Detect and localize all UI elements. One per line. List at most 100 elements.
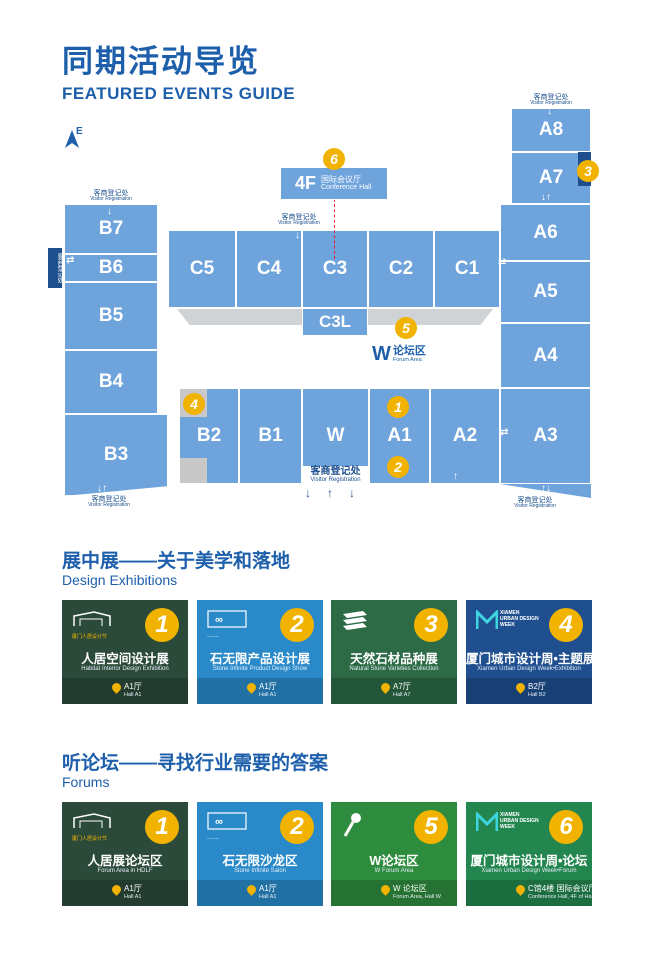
card-subtitle: Xiamen Urban Design Week•Forum (481, 868, 577, 874)
hall-a2[interactable]: A2 (430, 388, 500, 484)
card-hall: A1厅 (124, 884, 142, 893)
card-number-badge: 5 (414, 810, 448, 844)
compass-icon (64, 130, 80, 150)
hall-a6[interactable]: A6 (500, 204, 591, 261)
hall-a7[interactable]: A7 (511, 152, 591, 204)
card-subtitle: Stone Infinite Salon (233, 868, 287, 874)
hall-c3[interactable]: C3 (302, 230, 368, 308)
registration-side[interactable]: 客商登记处 (48, 248, 62, 288)
card-hall-en: Hall B2 (528, 692, 546, 698)
card-subtitle: Habitat Interior Design Exhibition (81, 666, 169, 672)
card-hall-en: Hall A1 (124, 692, 142, 698)
card-hall-bar (197, 880, 323, 906)
card-subtitle: Natural Stone Varieties Collection (349, 666, 439, 672)
arrow-a7-ud: ↓↑ (541, 192, 551, 203)
arrow-down-a8: ↓ (547, 106, 552, 117)
arrow-c4-down: ↓ (295, 230, 300, 241)
hall-a8[interactable]: A8 (511, 108, 591, 152)
card-title: W论坛区 (369, 854, 419, 868)
arrow-a3-left: ⇄ (500, 427, 509, 438)
card-number-badge: 2 (280, 608, 314, 642)
hall-a5[interactable]: A5 (500, 261, 591, 323)
c3-dashed-line (334, 199, 335, 259)
card-subtitle: Stone Infinite Product Design Show (212, 666, 308, 672)
card-number-badge: 1 (145, 608, 179, 642)
card-hall: W 论坛区 (393, 884, 427, 893)
hall-b5[interactable]: B5 (64, 282, 158, 350)
card-hall-bar (62, 678, 188, 704)
hall-c3l[interactable]: C3L (302, 308, 368, 336)
card-hall-bar (331, 880, 457, 906)
card-hall-bar (466, 678, 592, 704)
hall-c2[interactable]: C2 (368, 230, 434, 308)
w-forum-area[interactable]: W 论坛区 Forum Area (368, 339, 444, 369)
card-hall: C馆4楼 国际会议厅 (528, 884, 592, 893)
conference-hall-4f[interactable]: 4F 国际会议厅 Conference Hall (280, 167, 388, 200)
page-subtitle: FEATURED EVENTS GUIDE (62, 84, 296, 103)
hall-b4[interactable]: B4 (64, 350, 158, 414)
card-hall-en: Hall A7 (393, 692, 411, 698)
habitat-logo-icon: 厦门人居设计节 (72, 610, 112, 640)
card-title: 厦门城市设计周•论坛 (470, 854, 588, 868)
arrow-a2-up: ↑ (453, 471, 458, 482)
card-title: 人居展论坛区 (87, 854, 163, 868)
arrow-b6-right: ⇄ (157, 257, 166, 268)
card-title: 石无限产品设计展 (209, 652, 310, 666)
design-section-title: 展中展——关于美学和落地 (62, 551, 291, 572)
hall-c5[interactable]: C5 (168, 230, 236, 308)
card-subtitle: W Forum Area (374, 868, 414, 874)
card-hall-bar (197, 678, 323, 704)
floor-map: A8 A7 A6 A5 A4 A3 A2 A1 W B1 B2 B7 B6 B5… (48, 94, 599, 509)
hall-b7[interactable]: B7 (64, 204, 158, 254)
badge-2: 2 (387, 456, 409, 478)
svg-text:∞: ∞ (215, 816, 223, 828)
card-number-badge: 2 (280, 810, 314, 844)
card-hall: A1厅 (124, 682, 142, 691)
card-hall: A7厅 (393, 682, 411, 691)
card-hall: A1厅 (259, 682, 277, 691)
design-section-subtitle: Design Exhibitions (62, 572, 178, 588)
badge-5: 5 (395, 317, 417, 339)
hall-c1[interactable]: C1 (434, 230, 500, 308)
card-title: 厦门城市设计周•主题展 (466, 652, 592, 666)
card-hall-en: Hall A1 (259, 894, 277, 900)
b2-grey-bottom (180, 458, 207, 483)
card-title: 天然石材品种展 (350, 652, 438, 666)
registration-main[interactable]: 客商登记处 Visitor Registration (302, 466, 369, 486)
hall-b6[interactable]: B6 (64, 254, 158, 282)
badge-4: 4 (183, 393, 205, 415)
hall-c4[interactable]: C4 (236, 230, 302, 308)
card-hall-bar (62, 880, 188, 906)
card-number-badge: 4 (549, 608, 583, 642)
hall-b2[interactable]: B2 (179, 388, 239, 484)
arrow-w-exit: ↓↑↓ (305, 486, 371, 500)
hall-b3[interactable]: B3 (64, 414, 168, 496)
page-title: 同期活动导览 (62, 44, 260, 79)
arrow-c1-right: ⇄ (498, 257, 507, 268)
card-hall-bar (466, 880, 592, 906)
card-number-badge: 6 (549, 810, 583, 844)
hall-b1[interactable]: B1 (239, 388, 302, 484)
compass-label: E (76, 126, 83, 137)
card-number-badge: 1 (145, 810, 179, 844)
badge-3: 3 (577, 160, 599, 182)
hall-a3[interactable]: A3 (500, 388, 591, 484)
card-hall-bar (331, 678, 457, 704)
hall-a4[interactable]: A4 (500, 323, 591, 388)
card-hall-en: Forum Area, Hall W (393, 894, 441, 900)
